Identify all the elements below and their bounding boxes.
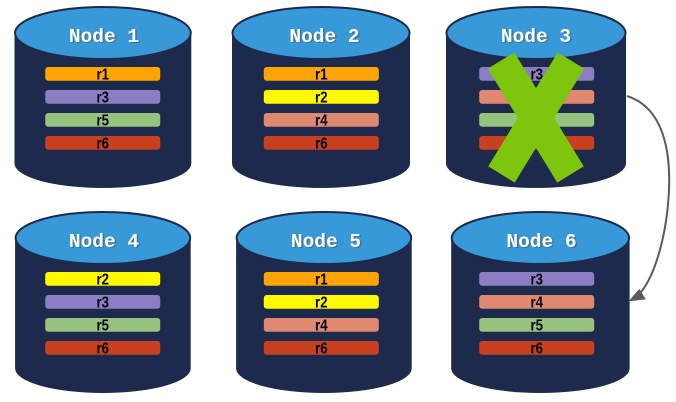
svg-text:r3: r3	[530, 67, 543, 84]
svg-text:r6: r6	[97, 341, 110, 358]
svg-text:r6: r6	[530, 341, 543, 358]
svg-text:r5: r5	[530, 318, 543, 335]
svg-text:Node 2: Node 2	[289, 26, 359, 48]
svg-text:r4: r4	[530, 295, 543, 312]
svg-text:r4: r4	[315, 318, 328, 335]
svg-text:r3: r3	[530, 272, 543, 289]
svg-text:Node 6: Node 6	[506, 231, 576, 253]
svg-text:r6: r6	[315, 136, 328, 153]
svg-text:Node 3: Node 3	[501, 26, 571, 48]
svg-text:Node 1: Node 1	[69, 26, 139, 48]
svg-text:r2: r2	[315, 295, 328, 312]
svg-text:Node 5: Node 5	[292, 232, 362, 254]
svg-text:Node 2: Node 2	[291, 27, 361, 49]
svg-text:Node 6: Node 6	[508, 232, 578, 254]
svg-text:r3: r3	[97, 90, 110, 107]
svg-text:Node 4: Node 4	[69, 231, 140, 253]
svg-text:r5: r5	[97, 318, 110, 335]
svg-text:r5: r5	[97, 113, 110, 130]
svg-text:r3: r3	[97, 295, 110, 312]
svg-text:r2: r2	[97, 272, 110, 289]
svg-text:Node 5: Node 5	[291, 231, 361, 253]
svg-text:r1: r1	[315, 272, 328, 289]
svg-text:r1: r1	[315, 67, 328, 84]
svg-text:Node 3: Node 3	[502, 27, 572, 49]
svg-text:Node 4: Node 4	[70, 232, 141, 254]
svg-text:r6: r6	[315, 341, 328, 358]
svg-text:r4: r4	[315, 113, 328, 130]
svg-text:r1: r1	[97, 67, 110, 84]
svg-text:r6: r6	[97, 136, 110, 153]
svg-text:Node 1: Node 1	[70, 27, 140, 49]
svg-text:r2: r2	[315, 90, 328, 107]
